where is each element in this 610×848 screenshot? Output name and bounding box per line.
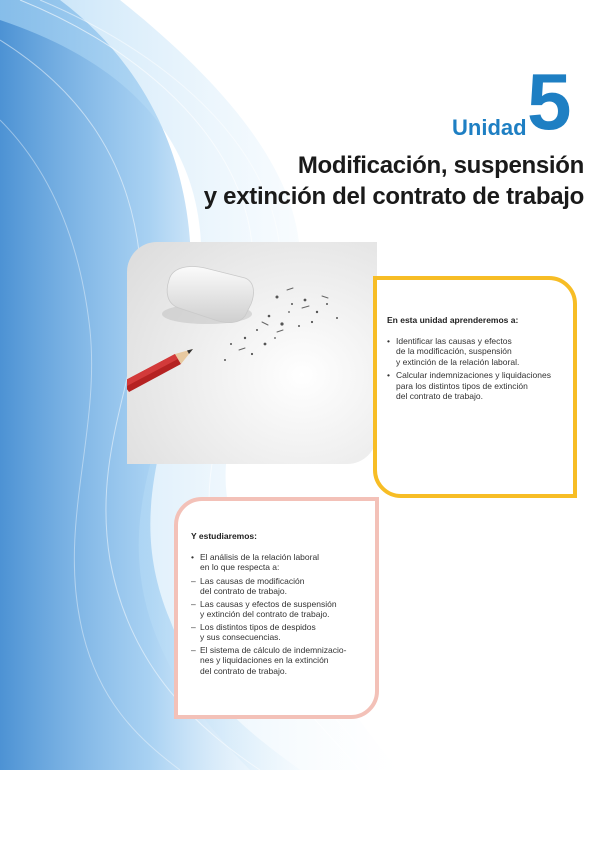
learning-objectives-list: Identificar las causas y efectos de la m… (387, 336, 577, 402)
list-item: Calcular indemnizaciones y liquidaciones… (387, 370, 577, 402)
unit-number: 5 (527, 57, 572, 146)
study-intro: El análisis de la relación laboral en lo… (200, 551, 320, 573)
page-title: Modificación, suspensión y extinción del… (203, 150, 585, 212)
learning-objectives-content: En esta unidad aprenderemos a: Identific… (387, 315, 577, 405)
list-item: Las causas de modificación del contrato … (191, 576, 376, 597)
photo-illustration (127, 242, 377, 464)
study-topics-list: El análisis de la relación laboral en lo… (191, 552, 376, 573)
list-item: Las causas y efectos de suspensión y ext… (191, 599, 376, 620)
eraser-and-pencil-photo (127, 242, 377, 464)
study-subtopics-list: Las causas de modificación del contrato … (191, 576, 376, 677)
title-line-1: Modificación, suspensión (297, 152, 584, 179)
unit-label: Unidad (452, 115, 527, 140)
learning-objectives-heading: En esta unidad aprenderemos a: (387, 315, 519, 325)
list-item: Identificar las causas y efectos de la m… (387, 336, 577, 368)
list-item: Los distintos tipos de despidos y sus co… (191, 622, 376, 643)
list-item: El sistema de cálculo de indemnizacio- n… (191, 645, 376, 677)
study-topics-content: Y estudiaremos: El análisis de la relaci… (191, 531, 376, 678)
study-topics-heading: Y estudiaremos: (191, 531, 257, 541)
title-line-2: y extinción del contrato de trabajo (203, 183, 585, 210)
list-item: El análisis de la relación laboral en lo… (191, 552, 376, 573)
